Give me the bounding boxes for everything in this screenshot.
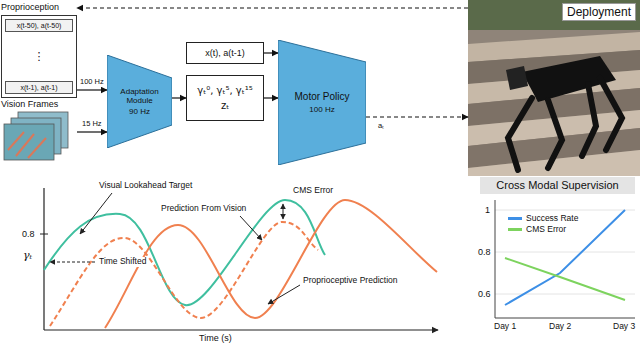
- state-box: x(t), a(t-1): [186, 42, 264, 64]
- vision-frames: Vision Frames: [1, 99, 77, 163]
- tick-label: 1: [484, 205, 491, 215]
- trapezoid-shape: [278, 40, 366, 165]
- edge-label: aₜ: [377, 122, 385, 131]
- vision-frame-stack: [4, 112, 68, 160]
- node-text: x(t-50), a(t-50): [5, 19, 73, 32]
- node-text: x(t-1), a(t-1): [5, 81, 73, 94]
- trapezoid-outline: [107, 55, 172, 148]
- cms-chart: [495, 200, 635, 318]
- trapezoid-outline: [278, 40, 366, 165]
- node-title: Deployment: [562, 3, 636, 21]
- deployment-photo-art: [468, 0, 640, 176]
- annotation: Prediction From Vision: [160, 204, 247, 214]
- legend-text: Success Rate: [526, 213, 578, 224]
- node-text: ⋮: [5, 51, 73, 62]
- legend-entry: CMS Error: [508, 224, 578, 235]
- node-text: 90 Hz: [129, 107, 150, 116]
- motor-policy: Motor Policy 100 Hz: [278, 40, 366, 165]
- tick-label: 0.6: [477, 289, 492, 299]
- connector: [366, 116, 468, 117]
- legend-entry: Success Rate: [508, 213, 578, 224]
- deployment-photo: Deployment: [468, 0, 640, 176]
- node-title: Proprioception: [1, 2, 77, 13]
- chart-title: Cross Modal Supervision: [480, 177, 635, 194]
- tick-label: Day 1: [493, 322, 517, 332]
- connector: [77, 89, 107, 90]
- node-title: γₜ⁰, γₜ⁵, γₜ¹⁵: [197, 83, 252, 98]
- node-text: zₜ: [221, 98, 229, 113]
- annotation: Proprioceptive Prediction: [302, 276, 399, 286]
- axis-label: γₜ: [22, 250, 33, 263]
- tick-label: 0.8: [477, 247, 492, 257]
- legend-text: CMS Error: [526, 224, 566, 235]
- connector: [264, 97, 278, 98]
- gamma-plot: [40, 188, 438, 330]
- node-title: Adaptation Module: [114, 87, 166, 105]
- connector: [77, 131, 107, 132]
- edge-label: 15 Hz: [81, 120, 103, 129]
- tick-label: Day 2: [548, 322, 572, 332]
- connector: [264, 52, 278, 53]
- connector: [77, 7, 468, 8]
- node-text: 100 Hz: [309, 105, 334, 114]
- annotation: CMS Error: [292, 186, 334, 196]
- annotation: Time Shifted: [98, 257, 147, 267]
- tick-label: Day 3: [612, 322, 636, 332]
- node-title: Motor Policy: [294, 91, 349, 103]
- adaptation-module: Adaptation Module 90 Hz: [107, 55, 172, 148]
- node-title: Vision Frames: [1, 99, 77, 110]
- axis-label: Time (s): [198, 333, 233, 343]
- tick-label: 0.8: [21, 229, 36, 239]
- legend-swatch: [508, 217, 522, 220]
- legend-swatch: [508, 228, 522, 231]
- history-buffer: x(t-50), a(t-50) ⋮ x(t-1), a(t-1): [1, 15, 77, 98]
- edge-label: 100 Hz: [79, 78, 105, 87]
- chart-legend: Success RateCMS Error: [508, 213, 578, 235]
- annotation: Visual Lookahead Target: [98, 181, 193, 191]
- proprioception-box: Proprioception x(t-50), a(t-50) ⋮ x(t-1), a…: [1, 2, 77, 98]
- node-title: x(t), a(t-1): [205, 48, 245, 58]
- connector: [172, 97, 186, 98]
- latent-box: γₜ⁰, γₜ⁵, γₜ¹⁵zₜ: [186, 75, 264, 121]
